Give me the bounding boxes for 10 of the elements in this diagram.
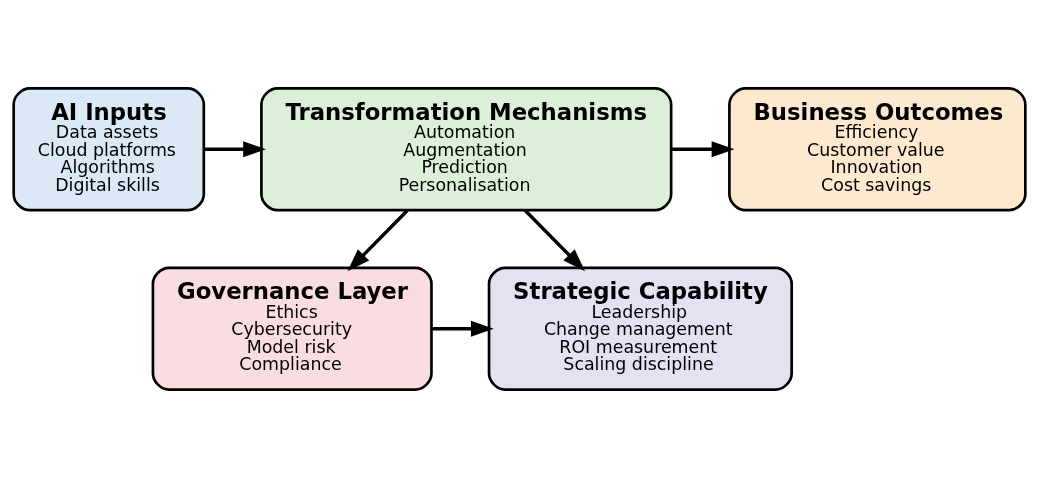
arrow [204,141,266,158]
arrow [347,209,409,272]
node-box: Transformation Mechanisms Automation Augmentation Prediction Personalisation [260,87,673,212]
arrow [671,141,735,158]
node-box: Strategic Capability Leadership Change management ROI measurement Scaling discipline [487,266,793,391]
node-box: Governance Layer Ethics Cybersecurity Model risk Compliance [151,266,433,391]
arrow [524,209,586,272]
arrow [431,320,494,337]
node-box: Business Outcomes Efficiency Customer value Innovation Cost savings [728,87,1027,212]
node-box: AI Inputs Data assets Cloud platforms Algorithms Digital skills [12,87,206,212]
